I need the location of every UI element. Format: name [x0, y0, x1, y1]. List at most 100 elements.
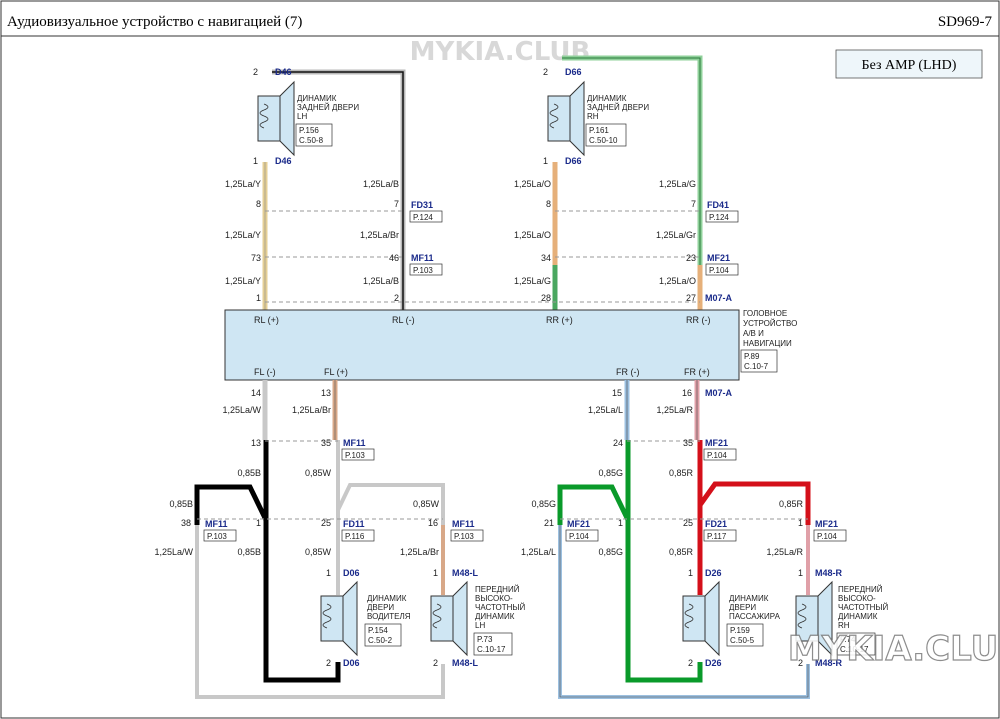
- rear-lh-name-2: ЗАДНЕЙ ДВЕРИ: [297, 103, 359, 112]
- hu-term-rl-plus: RL (+): [254, 315, 279, 325]
- rear-lh-conn-top: D46: [275, 67, 292, 77]
- fl-driver-name-3: ВОДИТЕЛЯ: [367, 612, 411, 621]
- fr-mf-left-ref: P.104: [569, 532, 589, 541]
- rear-lh-mf-conn: MF11: [411, 253, 434, 263]
- rear-rh-fd-pin-r: 7: [691, 199, 696, 209]
- fl-driver-conn-bottom: D06: [343, 658, 360, 668]
- hu-bot-pin-2: 13: [321, 388, 331, 398]
- fr-mf-left-ref-box: [565, 529, 599, 542]
- fl-fd-conn: FD11: [343, 519, 365, 529]
- fr-pass-ref-box: [726, 623, 764, 647]
- fl-mf-pin-l: 13: [251, 438, 261, 448]
- rear-rh-fd-conn: FD41: [707, 200, 729, 210]
- fr-tw-name-1: ПЕРЕДНИЙ: [838, 585, 883, 594]
- fr-tw-ref-box: [836, 632, 876, 656]
- fl-mf-left-ref-box: [203, 529, 237, 542]
- hu-top-pin-4: 27: [686, 293, 696, 303]
- rear-rh-wire-r3: 1,25La/O: [659, 276, 696, 286]
- fl-driver-name-1: ДИНАМИК: [367, 594, 407, 603]
- fr-tw-conn-bottom: M48-R: [815, 658, 843, 668]
- fr-tw-name-4: ДИНАМИК: [838, 612, 878, 621]
- rear-lh-ref-1: P.156: [299, 126, 319, 135]
- fl-fd-ref-box: [341, 529, 375, 542]
- rear-lh-pin-top: 2: [253, 67, 258, 77]
- fr-pass-conn-bottom: D26: [705, 658, 722, 668]
- rear-lh-pin-bottom: 1: [253, 156, 258, 166]
- fl-wire-085w: 0,85W: [305, 468, 332, 478]
- hu-ref-2: C.10-7: [744, 362, 769, 371]
- hu-label-3: А/В И: [743, 329, 764, 338]
- page-code: SD969-7: [938, 14, 993, 30]
- fr-wire-085g: 0,85G: [598, 468, 623, 478]
- fl-driver-pin-bottom: 2: [326, 658, 331, 668]
- fr-fd-pin-r: 25: [683, 518, 693, 528]
- fr-wire-085g-2: 0,85G: [598, 547, 623, 557]
- hu-top-pin-3: 28: [541, 293, 551, 303]
- fl-tw-name-2: ВЫСОКО-: [475, 594, 513, 603]
- hu-term-fl-minus: FL (-): [254, 367, 276, 377]
- rear-lh-mf-pin-r: 46: [389, 253, 399, 263]
- speaker-rear-rh: [547, 80, 585, 157]
- fl-tw-name-1: ПЕРЕДНИЙ: [475, 585, 520, 594]
- fl-mf-pin-r: 35: [321, 438, 331, 448]
- fl-fd-pin-r: 25: [321, 518, 331, 528]
- rear-lh-fd-pin-r: 7: [394, 199, 399, 209]
- page-title: Аудиовизуальное устройство с навигацией …: [7, 14, 302, 30]
- fl-tw-ref-2: C.10-17: [477, 645, 506, 654]
- fr-tw-ref-2: C.10-17: [840, 645, 869, 654]
- hu-bot-pin-3: 15: [612, 388, 622, 398]
- fl-mf-left-pin: 38: [181, 518, 191, 528]
- fr-pass-conn-top: D26: [705, 568, 722, 578]
- fr-fd-conn: FD21: [705, 519, 727, 529]
- speaker-tweeter-lh: [430, 580, 468, 657]
- rear-rh-mf-ref-box: [705, 263, 739, 276]
- wire-fl-grey-loop: [195, 525, 445, 699]
- rear-rh-ref-box: [585, 123, 627, 147]
- rear-lh-wire-l2: 1,25La/Y: [225, 230, 261, 240]
- rear-rh-wire-l2: 1,25La/O: [514, 230, 551, 240]
- fr-mf-right-conn: MF21: [815, 519, 838, 529]
- fl-fd-ref: P.116: [345, 532, 365, 541]
- rear-rh-mf-pin-r: 23: [686, 253, 696, 263]
- rear-lh-mf-ref-box: [409, 263, 443, 276]
- hu-label-2: УСТРОЙСТВО: [743, 319, 797, 328]
- wire-rear-rh-grn-core: [562, 57, 701, 310]
- hu-ref-box: [740, 349, 778, 373]
- hu-bot-pin-4: 16: [682, 388, 692, 398]
- rear-lh-fd-conn: FD31: [411, 200, 433, 210]
- fl-mf-right-ref-box: [450, 529, 484, 542]
- hu-term-fr-plus: FR (+): [684, 367, 710, 377]
- hu-term-fl-plus: FL (+): [324, 367, 348, 377]
- rear-lh-conn-bottom: D46: [275, 156, 292, 166]
- watermark-bottom: MYKIA.CLUB: [788, 629, 1000, 669]
- speaker-tweeter-rh: [795, 580, 833, 657]
- fl-driver-conn-top: D06: [343, 568, 360, 578]
- fr-mf-right-pin: 1: [798, 518, 803, 528]
- rear-rh-pin-top: 2: [543, 67, 548, 77]
- rear-lh-wire-r3: 1,25La/B: [363, 276, 399, 286]
- rear-rh-fd-pin-l: 8: [546, 199, 551, 209]
- rear-lh-name-3: LH: [297, 112, 307, 121]
- rear-rh-wire-r1: 1,25La/G: [659, 179, 696, 189]
- variant-badge-box: [835, 49, 983, 79]
- fl-driver-pin-top: 1: [326, 568, 331, 578]
- rear-rh-name-1: ДИНАМИК: [587, 94, 627, 103]
- fr-mf-pin-l: 24: [613, 438, 623, 448]
- fr-wire-085r: 0,85R: [669, 468, 694, 478]
- rear-lh-wire-r2: 1,25La/Br: [360, 230, 399, 240]
- fl-wire-085b-left: 0,85B: [169, 499, 193, 509]
- hu-ref-1: P.89: [744, 352, 760, 361]
- fr-mf-left-pin: 21: [544, 518, 554, 528]
- fl-wire-hu-r: 1,25La/Br: [292, 405, 331, 415]
- wire-rear-lh-b-core: [272, 71, 404, 310]
- rear-lh-ref-2: C.50-8: [299, 136, 324, 145]
- hu-top-connector: M07-A: [705, 293, 733, 303]
- rear-lh-fd-pin-l: 8: [256, 199, 261, 209]
- fr-mf-right-ref-box: [813, 529, 847, 542]
- fr-tw-pin-top: 1: [798, 568, 803, 578]
- hu-term-fr-minus: FR (-): [616, 367, 640, 377]
- rear-rh-fd-ref: P.124: [709, 213, 729, 222]
- fr-tw-conn-top: M48-R: [815, 568, 843, 578]
